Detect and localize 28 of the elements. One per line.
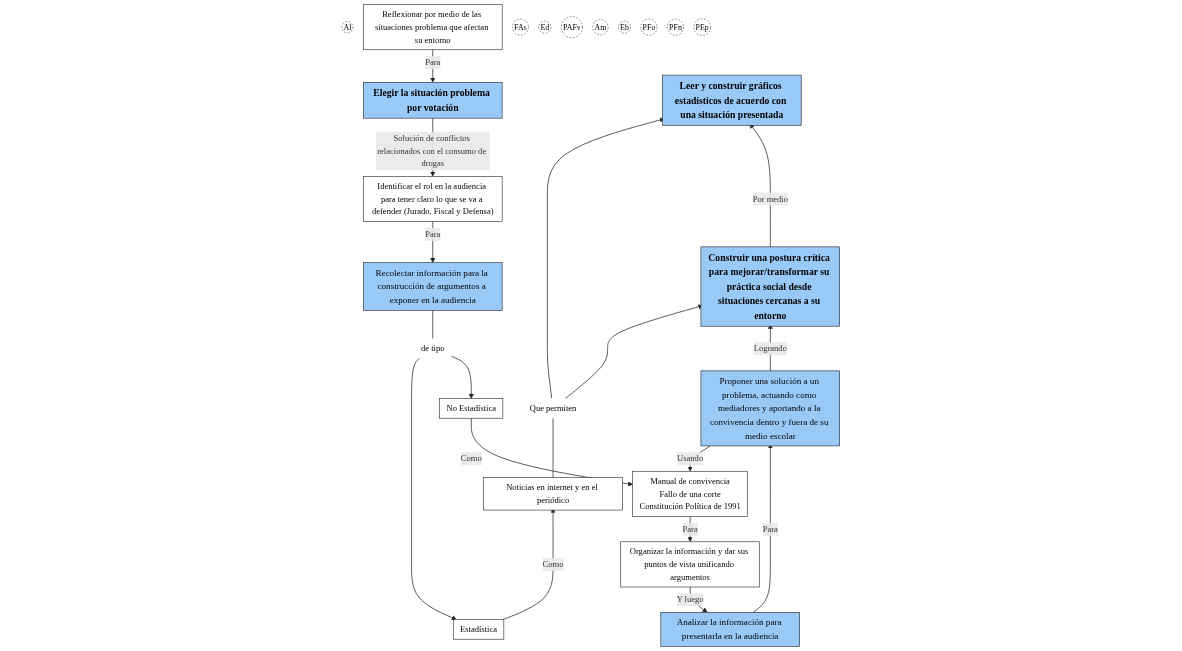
edge-label: Como (461, 453, 482, 464)
edge-label: Para (763, 524, 779, 534)
node-box: Identificar el rol en la audiencia para tener claro lo que se va a defender (Jurado, Fiscal y Defensa) (363, 176, 503, 222)
edge-label: Solución de conflictos relacionados con el consumo de drogas (377, 133, 487, 169)
edge-label: Para (425, 57, 441, 67)
node-box: Elegir la situación problema por votación (363, 82, 503, 119)
node-box: Manual de convivencia Fallo de una corte Constitución Política de 1991 (632, 470, 749, 517)
edge-label: Por medio (752, 194, 789, 204)
connector (552, 417, 554, 479)
edge-label: Usando (677, 453, 704, 464)
node-box: No Estadística (439, 398, 504, 419)
node-box: Analizar la información para presentarla en la audiencia (660, 612, 801, 647)
connector (432, 310, 434, 340)
node-box: Estadística (453, 619, 505, 640)
edge-label: Logrando (753, 343, 788, 353)
edge-label: Para (682, 524, 698, 534)
node-box: Organizar la información y dar sus puntos de vista unificando argumentos (620, 541, 761, 588)
node-box: Noticias en internet y en el periódico (483, 477, 623, 511)
edge-label: Como (542, 559, 564, 569)
node-box: Leer y construir gráficos estadísticos de acuerdo con una situación presentada (662, 74, 802, 126)
edge-label: Y luego (676, 594, 704, 605)
node-box: Proponer una solución a un problema, actuando como mediadores y aportando a la convivencia dentro y fuera de su medio escolar (700, 370, 841, 447)
node-text: Que permiten (529, 403, 577, 413)
node-text: de tipo (421, 343, 445, 353)
edge-label: Para (425, 229, 441, 239)
node-box: Recolectar información para la construcción de argumentos a exponer en la audiencia (363, 262, 503, 311)
node-box: Reflexionar por medio de las situaciones problema que afectan su entorno (363, 4, 503, 51)
node-box: Construir una postura crítica para mejorar/transformar su práctica social desde situaciones cercanas a su entorno (700, 246, 841, 327)
